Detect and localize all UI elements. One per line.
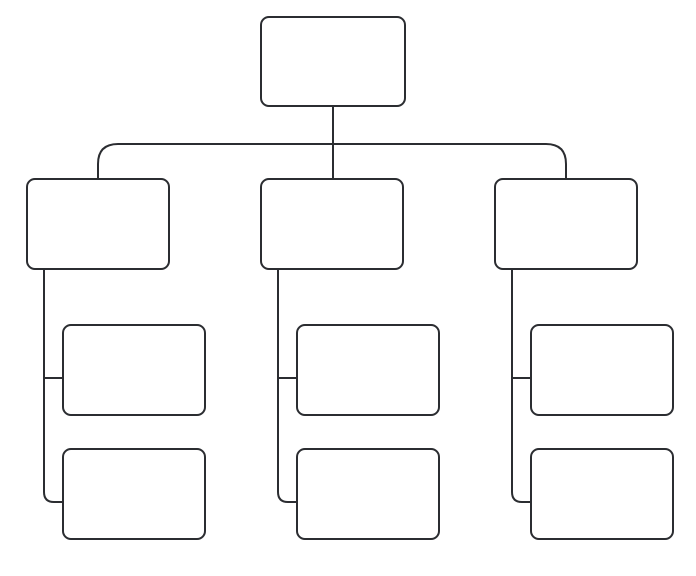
child-node-3-2-shape	[530, 448, 674, 540]
branch-3-connector	[511, 269, 531, 503]
child-node-3-2[interactable]	[530, 448, 674, 540]
branch-node-1[interactable]	[26, 178, 170, 270]
branch-node-2[interactable]	[260, 178, 404, 270]
branch-node-3-shape	[494, 178, 638, 270]
child-node-2-1-shape	[296, 324, 440, 416]
child-node-1-2-shape	[62, 448, 206, 540]
branch-node-1-shape	[26, 178, 170, 270]
child-node-2-2-shape	[296, 448, 440, 540]
child-node-1-2[interactable]	[62, 448, 206, 540]
child-node-3-1[interactable]	[530, 324, 674, 416]
branch-2-connector	[277, 269, 297, 503]
level-connector	[97, 143, 567, 178]
branch-node-3[interactable]	[494, 178, 638, 270]
root-node[interactable]	[260, 16, 406, 107]
branch-1-connector	[43, 269, 63, 503]
branch-node-2-shape	[260, 178, 404, 270]
child-node-1-1[interactable]	[62, 324, 206, 416]
child-node-2-2[interactable]	[296, 448, 440, 540]
child-node-1-1-shape	[62, 324, 206, 416]
child-node-3-1-shape	[530, 324, 674, 416]
root-node-shape	[260, 16, 406, 107]
child-node-2-1[interactable]	[296, 324, 440, 416]
